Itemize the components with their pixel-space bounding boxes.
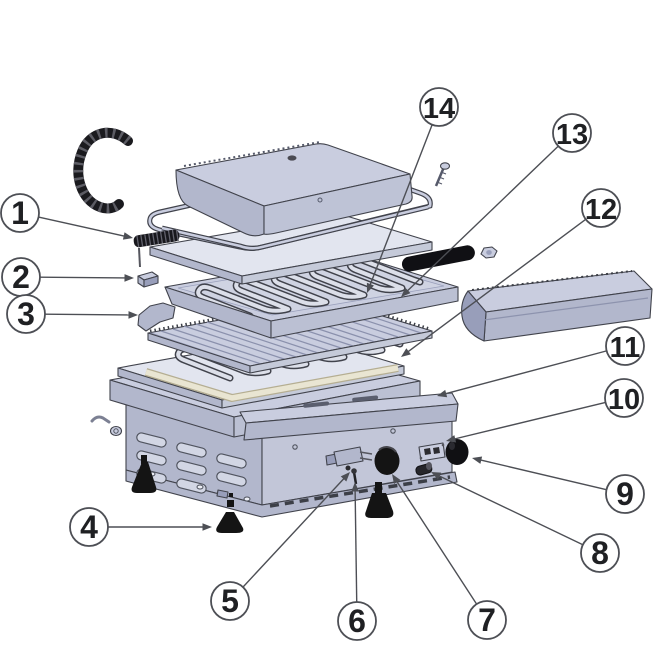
thermostat-screw: [345, 465, 351, 471]
flat-upper-plate: [149, 213, 433, 285]
balloon-circle: [604, 378, 644, 418]
leader-line: [242, 477, 346, 588]
balloon-number: 2: [12, 259, 30, 295]
power-cord: [73, 127, 133, 214]
coil-spring: [133, 229, 180, 268]
arrowhead: [351, 482, 359, 492]
terminal-block: [137, 271, 159, 288]
leader-line: [453, 401, 606, 440]
callout-14: 14: [366, 87, 459, 293]
balloon-circle: [210, 581, 250, 621]
balloon-number: 11: [610, 332, 641, 364]
left-fasteners: [90, 415, 123, 437]
balloon-number: 10: [608, 384, 640, 416]
foot-right: [365, 493, 394, 518]
arrowhead: [437, 389, 448, 398]
leader-line: [354, 489, 358, 603]
balloon-circle: [467, 600, 507, 640]
callout-11: 11: [437, 326, 645, 398]
arrowhead: [366, 282, 374, 293]
balloon-circle: [605, 474, 645, 514]
gasket-strip: [145, 365, 399, 401]
balloon-circle: [605, 326, 645, 366]
thermostat-knob: [445, 439, 469, 465]
nut: [480, 246, 498, 259]
leader-line: [369, 124, 433, 286]
arrowhead: [401, 287, 411, 297]
foot-front: [216, 512, 244, 533]
callout-6: 6: [337, 482, 377, 641]
bottom-screw: [352, 471, 358, 485]
thermostat-body: [333, 446, 364, 467]
callout-12: 12: [401, 188, 621, 357]
callout-1: 1: [0, 193, 133, 240]
balloon-number: 9: [616, 476, 634, 512]
balloon-circle: [6, 294, 46, 334]
callout-3: 3: [6, 294, 138, 334]
grip-cylinder: [401, 245, 475, 272]
arrowhead: [124, 274, 134, 282]
screw: [434, 162, 451, 187]
balloon-circle: [0, 193, 40, 233]
front-bar: [239, 392, 459, 441]
balloon-number: 7: [478, 602, 496, 638]
arrowhead: [202, 523, 212, 531]
balloon-circle: [337, 601, 377, 641]
hinge-bracket: [137, 302, 176, 332]
leader-line: [406, 145, 559, 292]
callout-9: 9: [472, 456, 645, 514]
leader-line: [444, 350, 607, 395]
balloon-number: 14: [423, 93, 455, 125]
callout-13: 13: [401, 113, 592, 297]
balloon-number: 12: [585, 194, 617, 226]
balloon-number: 8: [591, 535, 609, 571]
leader-line: [39, 276, 127, 279]
balloon-number: 13: [556, 119, 588, 151]
callout-10: 10: [446, 378, 644, 443]
leader-line: [44, 313, 131, 316]
rubber-feet: [131, 455, 394, 533]
arrowhead: [122, 232, 133, 240]
callout-5: 5: [210, 472, 350, 621]
balloon-circle: [419, 87, 459, 127]
arrowhead: [431, 472, 442, 480]
callout-4: 4: [69, 507, 212, 547]
balloon-number: 5: [221, 583, 239, 619]
leader-line: [437, 474, 584, 546]
lid-handle-hole: [287, 155, 297, 161]
handle-bar: [461, 270, 653, 342]
leader-line: [38, 216, 126, 237]
arrowhead: [340, 472, 350, 482]
leader-line: [395, 480, 478, 605]
lid: [175, 141, 413, 237]
balloon-circle: [552, 113, 592, 153]
arrowhead: [128, 311, 138, 319]
upper-element-pan: [164, 253, 459, 339]
arrowhead: [401, 348, 411, 357]
balloon-circle: [581, 188, 621, 228]
balloon-circle: [69, 507, 109, 547]
arrowhead: [472, 456, 483, 464]
controls: [325, 439, 469, 485]
leader-line: [406, 218, 587, 353]
vent-dashes: [269, 475, 451, 508]
balloon-number: 3: [17, 296, 35, 332]
arrowhead: [446, 435, 457, 443]
arrowhead: [392, 474, 401, 485]
callout-2: 2: [1, 257, 134, 297]
callout-8: 8: [431, 472, 620, 573]
balloon-circle: [580, 533, 620, 573]
foot-left: [131, 462, 157, 493]
control-knob: [374, 447, 400, 475]
balloon-number: 6: [348, 603, 366, 639]
balloon-number: 1: [11, 195, 29, 231]
callout-7: 7: [392, 474, 507, 640]
balloon-number: 4: [80, 509, 98, 545]
leader-line: [479, 459, 607, 491]
